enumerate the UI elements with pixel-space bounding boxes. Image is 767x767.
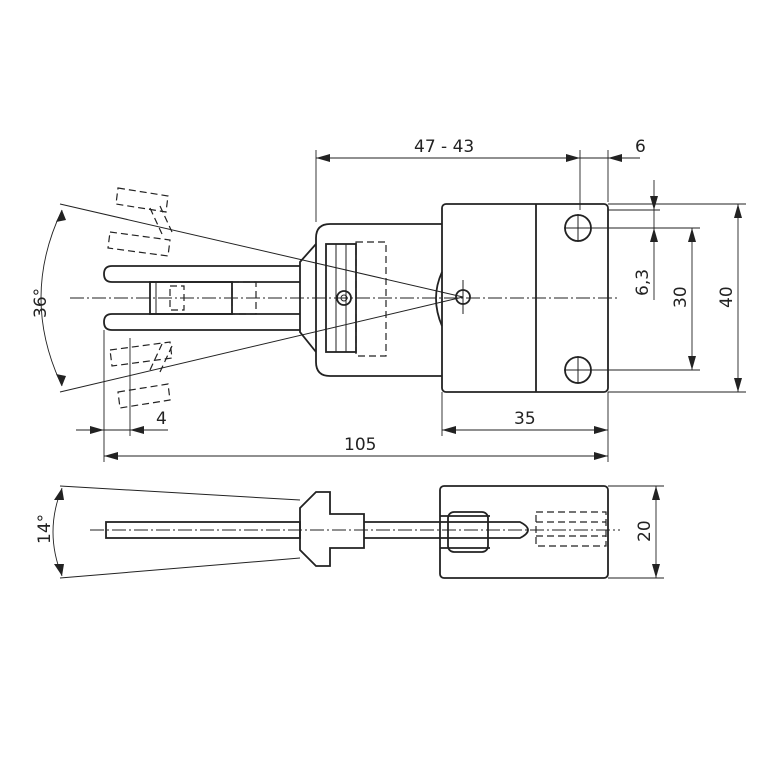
dim-35-label: 35: [514, 409, 536, 429]
dim-47-43: 47 - 43: [315, 137, 581, 222]
angle-14-label: 14°: [35, 514, 55, 544]
dim-47-43-label: 47 - 43: [414, 137, 474, 157]
dim-6-3-label: 6,3: [633, 269, 653, 296]
side-actuator: [299, 491, 365, 567]
angle-36-dim: 36°: [31, 209, 66, 387]
dim-4: 4: [76, 330, 168, 462]
dim-105: 105: [104, 435, 608, 460]
dim-30: 30: [592, 228, 700, 371]
dim-6-3: 6,3: [592, 180, 700, 300]
dim-20: 20: [608, 485, 664, 579]
angle-36-label: 36°: [31, 288, 51, 318]
dim-6-label: 6: [635, 137, 646, 157]
side-roller: [447, 511, 489, 553]
dim-4-label: 4: [156, 409, 167, 429]
angle-14-dim: 14°: [35, 487, 64, 577]
actuator-housing: [299, 223, 471, 377]
lever-swing-upper: [107, 187, 173, 257]
dim-105-label: 105: [344, 435, 376, 455]
top-view: 36° 47 - 43 6 6,3: [31, 137, 746, 462]
dim-20-label: 20: [635, 520, 655, 542]
side-view: 14° 20: [35, 485, 664, 579]
lever-swing-lower: [109, 341, 173, 409]
dim-30-label: 30: [671, 286, 691, 308]
dim-40: 40: [608, 203, 746, 393]
dim-6: 6: [580, 137, 646, 202]
dim-35: 35: [441, 392, 609, 462]
side-body: [439, 485, 609, 579]
dim-40-label: 40: [717, 286, 737, 308]
